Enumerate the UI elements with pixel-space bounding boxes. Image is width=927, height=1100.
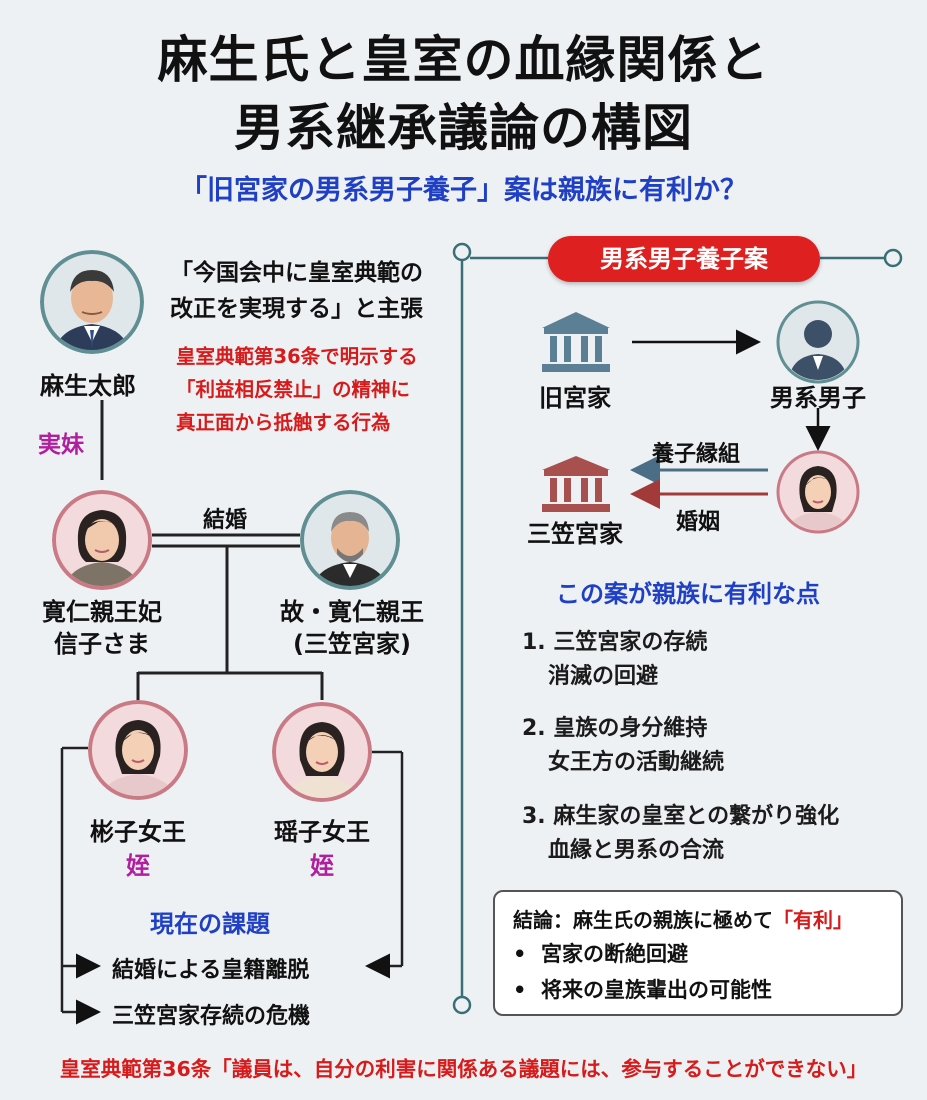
- page-subtitle: 「旧宮家の男系男子養子」案は親族に有利か？: [180, 175, 747, 206]
- criticism-line3: 真正面から抵触する行為: [176, 411, 391, 434]
- princess-avatar: [776, 450, 860, 534]
- marriage-right-label: 婚姻: [676, 510, 721, 535]
- page-title-line2: 男系継承議論の構図: [234, 99, 693, 157]
- advantage-detail: 血縁と男系の合流: [548, 838, 725, 863]
- advantage-item: 1. 三笠宮家の存続 消滅の回避: [522, 626, 707, 694]
- mikasa-temple-icon: [538, 452, 614, 514]
- conclusion-item-text: 宮家の断絶回避: [541, 942, 689, 966]
- marriage-label: 結婚: [203, 508, 248, 533]
- issue-item: 結婚による皇籍離脱: [112, 958, 310, 983]
- aso-quote-line1: 「今国会中に皇室典範の: [170, 260, 423, 286]
- conclusion-item: • 将来の皇族輩出の可能性: [513, 972, 883, 1008]
- advantages-heading: この案が親族に有利な点: [556, 580, 820, 608]
- bullet-icon: •: [513, 942, 542, 966]
- advantage-title: 1. 三笠宮家の存続: [522, 630, 708, 655]
- tomohito-avatar: [300, 490, 400, 590]
- proposal-pill: 男系男子養子案: [548, 236, 820, 282]
- advantage-item: 3. 麻生家の皇室との繋がり強化 血縁と男系の合流: [522, 800, 839, 868]
- advantage-detail: 消滅の回避: [548, 664, 659, 689]
- nobuko-name-line1: 寛仁親王妃: [42, 598, 162, 626]
- akiko-name: 彬子女王: [90, 818, 186, 846]
- tomohito-name-line1: 故・寛仁親王: [280, 598, 424, 626]
- person-icon: [776, 300, 860, 384]
- tomohito-name-line2: (三笠宮家): [293, 630, 411, 658]
- aso-name: 麻生太郎: [40, 372, 136, 400]
- criticism-line1: 皇室典範第36条で明示する: [176, 345, 418, 368]
- aso-quote: 「今国会中に皇室典範の 改正を実現する」と主張: [170, 255, 423, 327]
- criticism-line2: 「利益相反禁止」の精神に: [176, 378, 411, 401]
- conclusion-highlight: 「有利」: [773, 908, 853, 932]
- nobuko-avatar: [52, 490, 152, 590]
- akiko-avatar: [88, 700, 188, 800]
- aso-avatar: [40, 250, 144, 354]
- tomohito-name: 故・寛仁親王 (三笠宮家): [272, 596, 432, 660]
- yoko-name: 瑶子女王: [274, 818, 370, 846]
- sister-label: 実妹: [38, 432, 84, 458]
- conclusion-title: 結論：麻生氏の親族に極めて「有利」: [513, 904, 883, 936]
- advantage-title: 3. 麻生家の皇室との繋がり強化: [522, 804, 840, 829]
- adoption-label: 養子縁組: [652, 442, 741, 467]
- bullet-icon: •: [513, 978, 542, 1002]
- nobuko-name-line2: 信子さま: [54, 630, 150, 658]
- conclusion-item: • 宮家の断絶回避: [513, 936, 883, 972]
- conclusion-item-text: 将来の皇族輩出の可能性: [541, 978, 773, 1002]
- aso-criticism: 皇室典範第36条で明示する 「利益相反禁止」の精神に 真正面から抵触する行為: [176, 340, 418, 439]
- nobuko-name: 寛仁親王妃 信子さま: [32, 596, 172, 660]
- temple-icon: [538, 308, 614, 374]
- mikasa-label: 三笠宮家: [527, 520, 623, 548]
- advantage-detail: 女王方の活動継続: [548, 750, 725, 775]
- issue-item: 三笠宮家存続の危機: [112, 1004, 311, 1029]
- yoko-relation: 姪: [310, 852, 334, 880]
- page-title-line1: 麻生氏と皇室の血縁関係と: [157, 31, 770, 89]
- advantage-title: 2. 皇族の身分維持: [522, 716, 708, 741]
- aso-quote-line2: 改正を実現する」と主張: [170, 296, 423, 322]
- conclusion-prefix: 結論：麻生氏の親族に極めて: [513, 908, 773, 932]
- advantage-item: 2. 皇族の身分維持 女王方の活動継続: [522, 712, 724, 780]
- conclusion-box: 結論：麻生氏の親族に極めて「有利」 • 宮家の断絶回避 • 将来の皇族輩出の可能…: [493, 890, 903, 1016]
- footer-note: 皇室典範第36条「議員は、自分の利害に関係ある議題には、参与することができない」: [59, 1057, 868, 1081]
- akiko-relation: 姪: [126, 852, 150, 880]
- kyumiyake-label: 旧宮家: [539, 384, 611, 412]
- yoko-avatar: [272, 702, 372, 802]
- danke-danshi-label: 男系男子: [770, 384, 866, 412]
- issues-heading: 現在の課題: [150, 910, 270, 938]
